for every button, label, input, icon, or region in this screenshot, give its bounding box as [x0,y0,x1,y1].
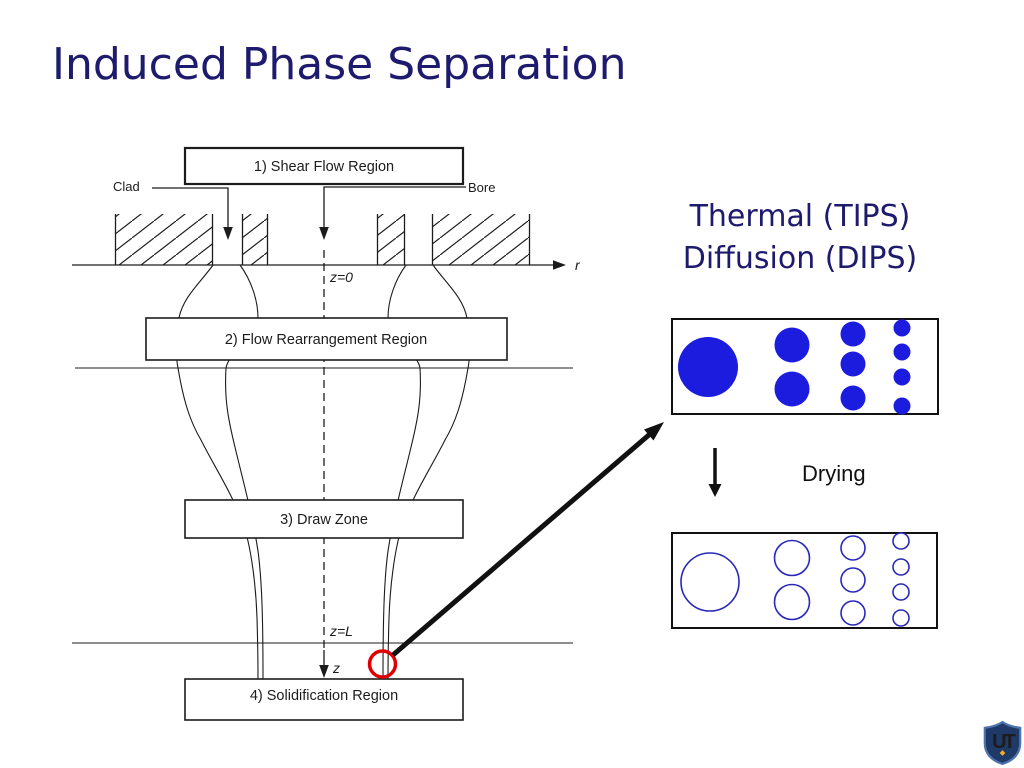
r-axis-label: r [575,257,581,273]
ut-logo-crest-mark [999,750,1006,756]
z-origin-label: z=0 [329,269,353,285]
r-axis-arrowhead [553,260,566,270]
region-box-2 [145,317,508,361]
ut-shield-icon [983,720,1022,766]
droplet [840,321,866,347]
z-axis-line [319,250,329,678]
ips-heading: Thermal (TIPS) Diffusion (DIPS) [640,196,960,280]
ut-logo-monogram: UT [992,731,1015,753]
ut-logo: UT [983,720,1022,766]
bore-label: Bore [468,180,495,195]
z-axis-label: z [332,660,340,676]
region-box-4-label: 4) Solidification Region [250,688,398,704]
pore [840,600,866,626]
pore [840,567,866,593]
wet-morphology-box [671,318,939,415]
page-title: Induced Phase Separation [52,39,627,90]
region-box-3-label: 3) Draw Zone [280,512,368,528]
region-boxes [145,146,508,721]
pore [892,583,910,601]
region-box-2-label: 2) Flow Rearrangement Region [225,332,427,348]
region-box-1 [183,146,465,186]
r-axis [72,260,566,270]
droplet [893,319,911,337]
filled-droplets [678,319,911,415]
drying-label: Drying [802,461,866,486]
clad-arrow [152,187,233,240]
region-box-3 [184,499,464,539]
z-length-label: z=L [329,623,353,639]
die-block-inner-left [241,214,269,265]
red-highlight-circle [367,649,398,679]
hollow-pores [680,532,910,627]
droplet [893,368,911,386]
magnify-arrow [391,422,664,657]
dried-morphology-box [671,532,938,629]
die-block-inner-right [376,214,406,265]
pore [680,552,740,612]
pore [773,583,811,621]
droplet [840,385,866,411]
die-block-outer-left [114,214,214,265]
bore-arrow [319,186,466,240]
die-cross-section [114,214,531,265]
drying-arrow [708,448,722,497]
ips-heading-line1: Thermal (TIPS) [689,199,911,234]
pore [892,609,910,627]
region-box-1-label: 1) Shear Flow Region [254,159,394,175]
droplet [840,351,866,377]
droplet [774,371,810,407]
pore [840,535,866,561]
die-block-outer-right [431,214,531,265]
droplet [893,397,911,415]
clad-label: Clad [113,179,140,194]
pore [773,539,811,577]
droplet [774,327,810,363]
pore [892,558,910,576]
pore [892,532,910,550]
ips-heading-line2: Diffusion (DIPS) [682,241,918,276]
droplet [893,343,911,361]
droplet [678,337,738,397]
region-box-4 [184,678,464,721]
